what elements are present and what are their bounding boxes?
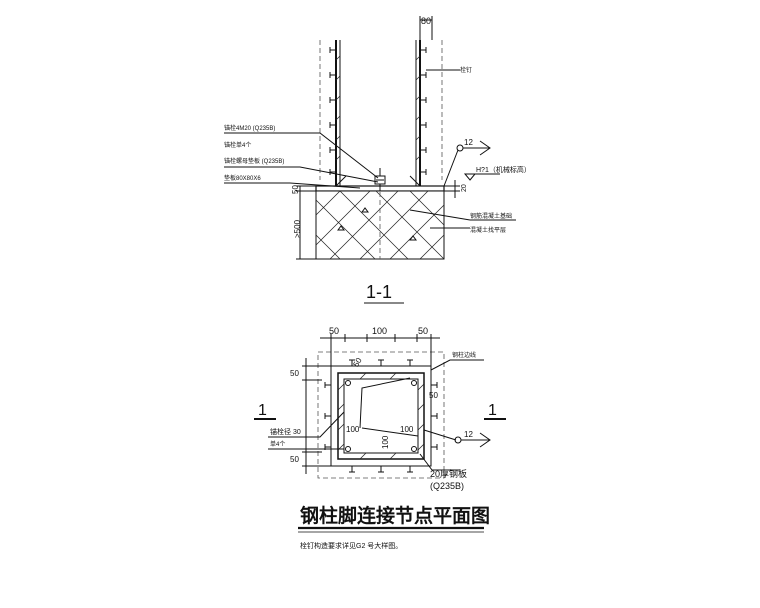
plan-dims-left: 50 50 — [290, 358, 331, 474]
plan-view: 50 100 50 50 50 50 100 100 100 50 1 1 — [254, 326, 506, 491]
plan-note-grade: (Q235B) — [430, 481, 464, 491]
dim-left: 50 >500 — [291, 185, 316, 260]
plan-dims-top: 50 100 50 — [320, 326, 440, 366]
section-mark-left: 1 — [254, 402, 276, 420]
plan-dim-left-1: 50 — [290, 455, 299, 464]
plan-note-edge: 钢柱边线 — [452, 351, 476, 359]
dim-50-text: 50 — [291, 185, 300, 194]
section-mark-right-text: 1 — [488, 402, 497, 419]
section-view: 80 栓钉 — [224, 16, 531, 304]
note-count: 锚栓单4个 — [224, 141, 251, 149]
drawing-footnote: 栓钉构造要求详见G2 号大样图。 — [300, 541, 402, 550]
note-washer: 锚栓螺母垫板 (Q235B) — [224, 157, 284, 165]
plan-dim-top-2: 50 — [418, 326, 428, 336]
section-label: 1-1 — [366, 282, 392, 302]
elevation-text: H?1（机械标高） — [476, 165, 531, 174]
note-anchor: 锚栓4M20 (Q235B) — [224, 124, 275, 132]
drawing-title: 钢柱脚连接节点平面图 — [300, 504, 490, 527]
plan-dim-inner-1: 100 — [346, 425, 360, 434]
plan-dim-left-0: 50 — [290, 369, 299, 378]
dim-20-text: 20 — [461, 184, 468, 192]
section-callout-text: 12 — [464, 138, 473, 147]
plan-note-plate: 20厚钢板 — [430, 468, 467, 479]
note-plate: 垫板80X80X6 — [224, 174, 261, 182]
dim-top: 80 — [419, 16, 433, 40]
section-notes-right: 钢筋混凝土基础 混凝土找平层 — [409, 209, 516, 234]
plan-dim-top-1: 100 — [372, 326, 387, 336]
plan-dim-inner-3: 100 — [381, 435, 390, 449]
note-foundation: 钢筋混凝土基础 — [470, 212, 512, 220]
section-callout: 12 — [443, 138, 491, 187]
plan-dim-top-0: 50 — [329, 326, 339, 336]
plan-wall-hatch — [337, 372, 425, 460]
plan-studs — [324, 359, 438, 473]
plan-dim-inner-2: 100 — [400, 425, 414, 434]
dim-right: 20 H?1（机械标高） — [444, 165, 531, 198]
stud-label: 栓钉 — [460, 66, 472, 74]
section-mark-right: 1 — [484, 402, 506, 420]
concrete-foundation — [315, 190, 445, 260]
plan-callout-text: 12 — [464, 430, 473, 439]
plan-note-count: 单4个 — [270, 440, 285, 448]
note-leveling: 混凝土找平层 — [470, 226, 506, 234]
studs-left — [329, 47, 336, 175]
plan-bolts — [345, 380, 417, 452]
dim-depth-text: >500 — [293, 219, 302, 238]
studs-right — [420, 47, 427, 175]
plan-note-bolt-dia: 锚栓径 30 — [270, 427, 301, 436]
column-wall-left — [335, 40, 341, 186]
column-wall-right — [415, 40, 421, 186]
anchor-bolt — [374, 168, 386, 192]
plan-base-plate — [330, 365, 432, 467]
dim-top-text: 80 — [421, 16, 431, 26]
section-mark-left-text: 1 — [258, 402, 267, 419]
plan-callout: 12 — [423, 429, 491, 448]
section-notes-left: 锚栓4M20 (Q235B) 锚栓单4个 锚栓螺母垫板 (Q235B) 垫板80… — [224, 124, 379, 189]
plan-dim-inner-4: 50 — [429, 391, 438, 400]
